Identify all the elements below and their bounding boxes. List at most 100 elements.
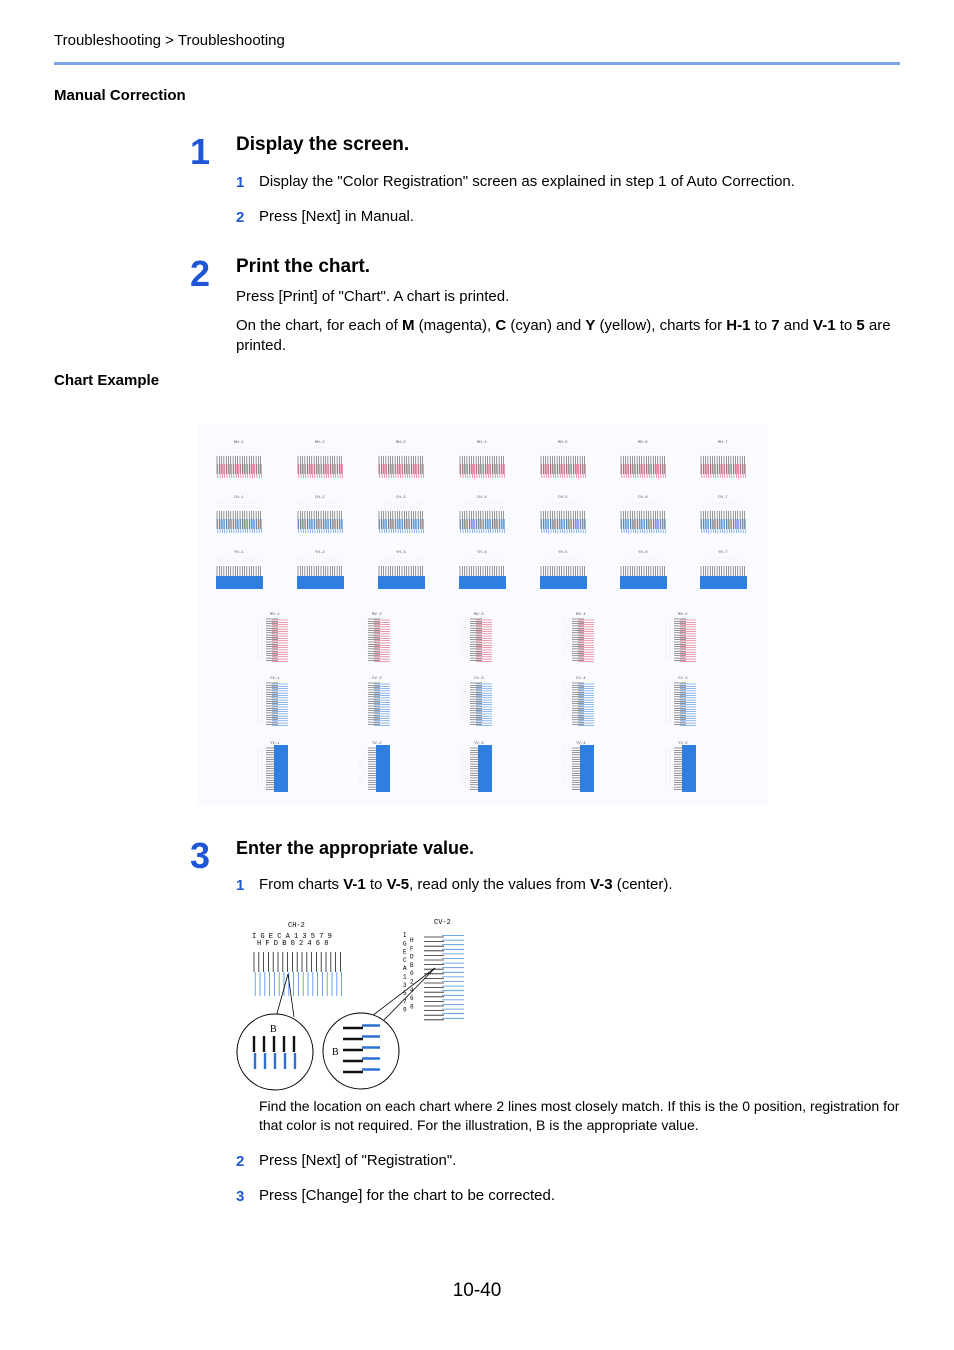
chart-example-svg: MH-1 MH-2 MH-3 MH-4 MH-5 MH-6 MH-7CH-1 CH-2 CH-3… — [216, 441, 747, 792]
illus-h-row-1: I G E C A 1 3 5 7 9 — [252, 933, 332, 941]
illus-v-label-right: 6 — [410, 995, 414, 1002]
chart-v-label: MV-1 — [270, 613, 280, 617]
chart-h-yh-7: YH-7 — [700, 551, 747, 589]
chart-v-cv-4: CV-4 — [563, 677, 594, 726]
chart-h-ch-5: CH-5 — [540, 496, 586, 533]
chart-v-label: YV-3 — [474, 742, 484, 746]
step-1-sub-1-text: Display the "Color Registration" screen … — [259, 173, 795, 190]
illus-pointer-2 — [287, 973, 295, 1018]
chart-h-color-band — [700, 576, 747, 589]
chart-h-label: CH-3 — [396, 496, 406, 500]
chart-v-cv-5: CV-5 — [665, 677, 696, 726]
chart-example-label: Chart Example — [54, 372, 160, 389]
chart-v-mv-3: MV-3 — [461, 613, 492, 662]
chart-h-yh-5: YH-5 — [540, 551, 587, 589]
illus-v-label-left: 5 — [403, 990, 407, 997]
illus-pointer-4 — [381, 967, 436, 1023]
step-3-number: 3 — [190, 835, 211, 876]
chart-h-yh-2: YH-2 — [297, 551, 344, 589]
chart-v-color-band — [478, 745, 492, 792]
illus-v-label-left: 3 — [403, 982, 407, 989]
chart-v-label: MV-3 — [474, 613, 484, 617]
chart-h-ch-1: CH-1 — [216, 496, 262, 533]
illus-pointer-3 — [371, 967, 436, 1017]
chart-h-label: MH-5 — [558, 441, 568, 445]
chart-h-ch-7: CH-7 — [700, 496, 746, 533]
chart-h-label: CH-1 — [234, 496, 244, 500]
chart-v-color-band — [376, 745, 390, 792]
step-1-title: Display the screen. — [236, 134, 410, 155]
section-title: Manual Correction — [54, 87, 186, 104]
chart-v-color-band — [274, 745, 288, 792]
chart-h-mh-4: MH-4 — [459, 441, 505, 478]
chart-h-label: YH-5 — [558, 551, 568, 555]
chart-v-label: CV-2 — [372, 677, 382, 681]
chart-v-yv-5: YV-5 — [665, 742, 696, 792]
step-3-note: Find the location on each chart where 2 … — [259, 1098, 900, 1133]
step-3-sub-1-number: 1 — [236, 877, 245, 894]
chart-v-cv-2: CV-2 — [359, 677, 390, 726]
chart-h-label: MH-1 — [234, 441, 244, 445]
illustration-svg: CH-2 I G E C A 1 3 5 7 9 H F D B 0 2 4 6… — [236, 919, 464, 1091]
chart-h-color-band — [540, 576, 587, 589]
chart-h-label: CH-5 — [558, 496, 568, 500]
chart-h-label: CH-4 — [477, 496, 487, 500]
chart-h-label: YH-4 — [477, 551, 487, 555]
step-2-title: Print the chart. — [236, 256, 371, 277]
chart-v-label: CV-3 — [474, 677, 484, 681]
step-3-sub-3-text: Press [Change] for the chart to be corre… — [259, 1187, 555, 1204]
illus-v-label-left: A — [403, 965, 407, 972]
chart-v-mv-2: MV-2 — [359, 613, 390, 662]
chart-h-label: YH-1 — [234, 551, 244, 555]
illus-h-title: CH-2 — [288, 922, 305, 930]
step-1-sub-2-text: Press [Next] in Manual. — [259, 208, 415, 225]
chart-h-label: YH-2 — [315, 551, 325, 555]
header-divider — [54, 62, 900, 65]
chart-h-yh-1: YH-1 — [216, 551, 263, 589]
step-3-title: Enter the appropriate value. — [236, 838, 475, 858]
page-number: 10-40 — [452, 1280, 502, 1301]
chart-h-mh-7: MH-7 — [700, 441, 746, 478]
step-1-number: 1 — [190, 131, 211, 172]
step-3-sub-2-number: 2 — [236, 1153, 245, 1170]
chart-h-label: MH-4 — [477, 441, 487, 445]
step-1-sub-2-number: 2 — [236, 209, 245, 226]
illus-v-label-right: D — [410, 954, 414, 961]
illus-magnifier-right-lines — [343, 1024, 380, 1074]
chart-h-label: YH-7 — [718, 551, 728, 555]
chart-h-mh-1: MH-1 — [216, 441, 262, 478]
illus-magnifier-left-lines — [252, 1036, 297, 1069]
chart-v-label: YV-4 — [576, 742, 586, 746]
chart-v-yv-1: YV-1 — [257, 742, 288, 792]
illus-v-label-left: 7 — [403, 998, 407, 1005]
chart-h-label: MH-3 — [396, 441, 406, 445]
chart-h-yh-4: YH-4 — [459, 551, 506, 589]
illus-v-label-right: F — [410, 945, 414, 952]
chart-h-label: MH-2 — [315, 441, 325, 445]
step-2-number: 2 — [190, 253, 211, 294]
illus-v-label-left: I — [403, 932, 407, 939]
chart-v-yv-4: YV-4 — [563, 742, 594, 792]
chart-h-label: CH-6 — [638, 496, 648, 500]
illus-v-label-left: 9 — [403, 1007, 407, 1014]
chart-v-cv-1: CV-1 — [257, 677, 288, 726]
illus-h-row-2: H F D B 0 2 4 6 8 — [257, 940, 328, 948]
chart-h-ch-2: CH-2 — [297, 496, 343, 533]
chart-h-ch-4: CH-4 — [459, 496, 505, 533]
chart-h-label: CH-2 — [315, 496, 325, 500]
illus-v-label-right: 8 — [410, 1003, 414, 1010]
chart-v-label: CV-1 — [270, 677, 280, 681]
chart-h-mh-6: MH-6 — [620, 441, 666, 478]
illus-h-lines — [253, 952, 342, 996]
chart-h-mh-3: MH-3 — [378, 441, 424, 478]
chart-v-label: MV-5 — [678, 613, 688, 617]
chart-v-color-band — [580, 745, 594, 792]
illustration: CH-2 I G E C A 1 3 5 7 9 H F D B 0 2 4 6… — [232, 912, 482, 1092]
chart-v-yv-3: YV-3 — [461, 742, 492, 792]
illus-v-title: CV-2 — [434, 919, 451, 927]
chart-v-label: YV-5 — [678, 742, 688, 746]
illus-v-label-left: C — [403, 957, 407, 964]
step-3-sub-3-number: 3 — [236, 1188, 245, 1205]
